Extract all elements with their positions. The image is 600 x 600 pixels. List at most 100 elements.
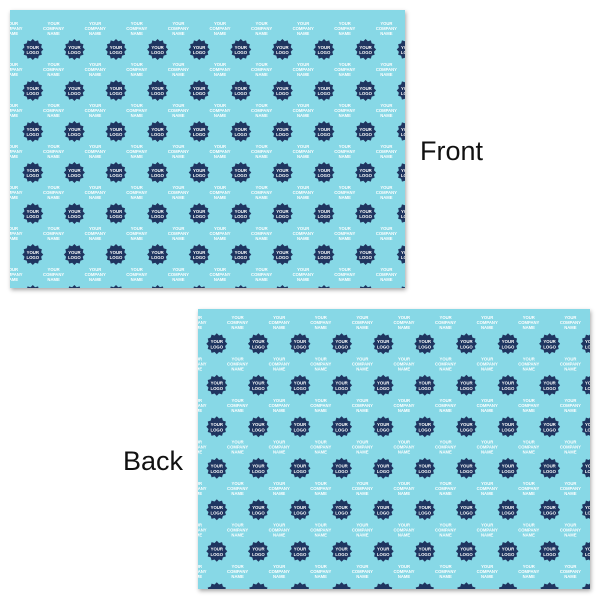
scalloped-badge-icon [230,203,252,224]
company-name-line2: COMPANY [168,26,189,31]
logo-text-line2: LOGO [418,344,431,349]
company-name-line2: COMPANY [251,149,272,154]
scalloped-badge-icon [355,39,377,60]
company-name-line1: YOUR [398,439,410,444]
company-name-line1: YOUR [48,185,60,190]
logo-text-line1: YOUR [377,505,390,510]
logo-text-line1: YOUR [252,505,265,510]
company-name-line1: YOUR [523,439,535,444]
logo-text-line1: YOUR [401,127,405,132]
scalloped-badge-icon [580,417,590,437]
logo-text-line1: YOUR [419,381,432,386]
company-name-line1: YOUR [198,315,202,320]
company-name-line2: COMPANY [10,149,23,154]
company-name-line2: COMPANY [227,569,248,574]
scalloped-badge-icon [230,39,252,60]
company-name-line1: YOUR [380,21,392,26]
company-name-line1: YOUR [89,185,101,190]
company-name-line1: YOUR [339,226,351,231]
company-name-line3: NAME [564,367,577,372]
company-name-line3: NAME [255,195,268,200]
company-name-line1: YOUR [481,439,493,444]
company-name-line2: COMPANY [310,403,331,408]
logo-text-line2: LOGO [276,132,289,137]
logo-text-line2: LOGO [276,91,289,96]
logo-text-line1: YOUR [110,209,123,214]
company-name-line2: COMPANY [560,361,581,366]
scalloped-badge-icon [580,541,590,561]
company-name-line2: COMPANY [435,444,456,449]
logo-text-line2: LOGO [151,173,164,178]
logo-text-line2: LOGO [401,214,405,219]
back-pattern: YOURCOMPANYNAMEYOURLOGOYOURCOMPANYNAMEYO… [198,315,590,589]
company-name-line2: COMPANY [393,486,414,491]
logo-text-line2: LOGO [460,427,473,432]
scalloped-badge-icon [105,80,127,101]
company-name-line1: YOUR [214,144,226,149]
scalloped-badge-icon [22,39,44,60]
company-name-line2: COMPANY [126,190,147,195]
company-name-line1: YOUR [523,398,535,403]
company-name-line2: COMPANY [43,149,64,154]
company-name-line3: NAME [564,533,577,538]
logo-text-line1: YOUR [543,381,556,386]
scalloped-badge-icon [372,333,394,355]
company-name-line1: YOUR [256,185,268,190]
company-name-line2: COMPANY [85,272,106,277]
logo-text-line1: YOUR [252,381,265,386]
logo-text-line1: YOUR [193,86,206,91]
logo-text-line1: YOUR [502,381,515,386]
logo-text-line1: YOUR [252,339,265,344]
company-name-line2: COMPANY [477,444,498,449]
logo-text-line1: YOUR [401,86,405,91]
company-name-line2: COMPANY [352,486,373,491]
company-name-line3: NAME [523,367,536,372]
company-name-line2: COMPANY [10,272,23,277]
company-name-line3: NAME [398,408,411,413]
logo-text-line2: LOGO [110,132,123,137]
scalloped-badge-icon [271,39,293,60]
company-name-line3: NAME [198,574,202,579]
company-name-line3: NAME [172,277,185,282]
logo-text-line1: YOUR [335,464,348,469]
scalloped-badge-icon [313,244,335,265]
company-name-line1: YOUR [10,21,18,26]
logo-text-line1: YOUR [585,505,590,510]
company-name-line3: NAME [47,236,60,241]
